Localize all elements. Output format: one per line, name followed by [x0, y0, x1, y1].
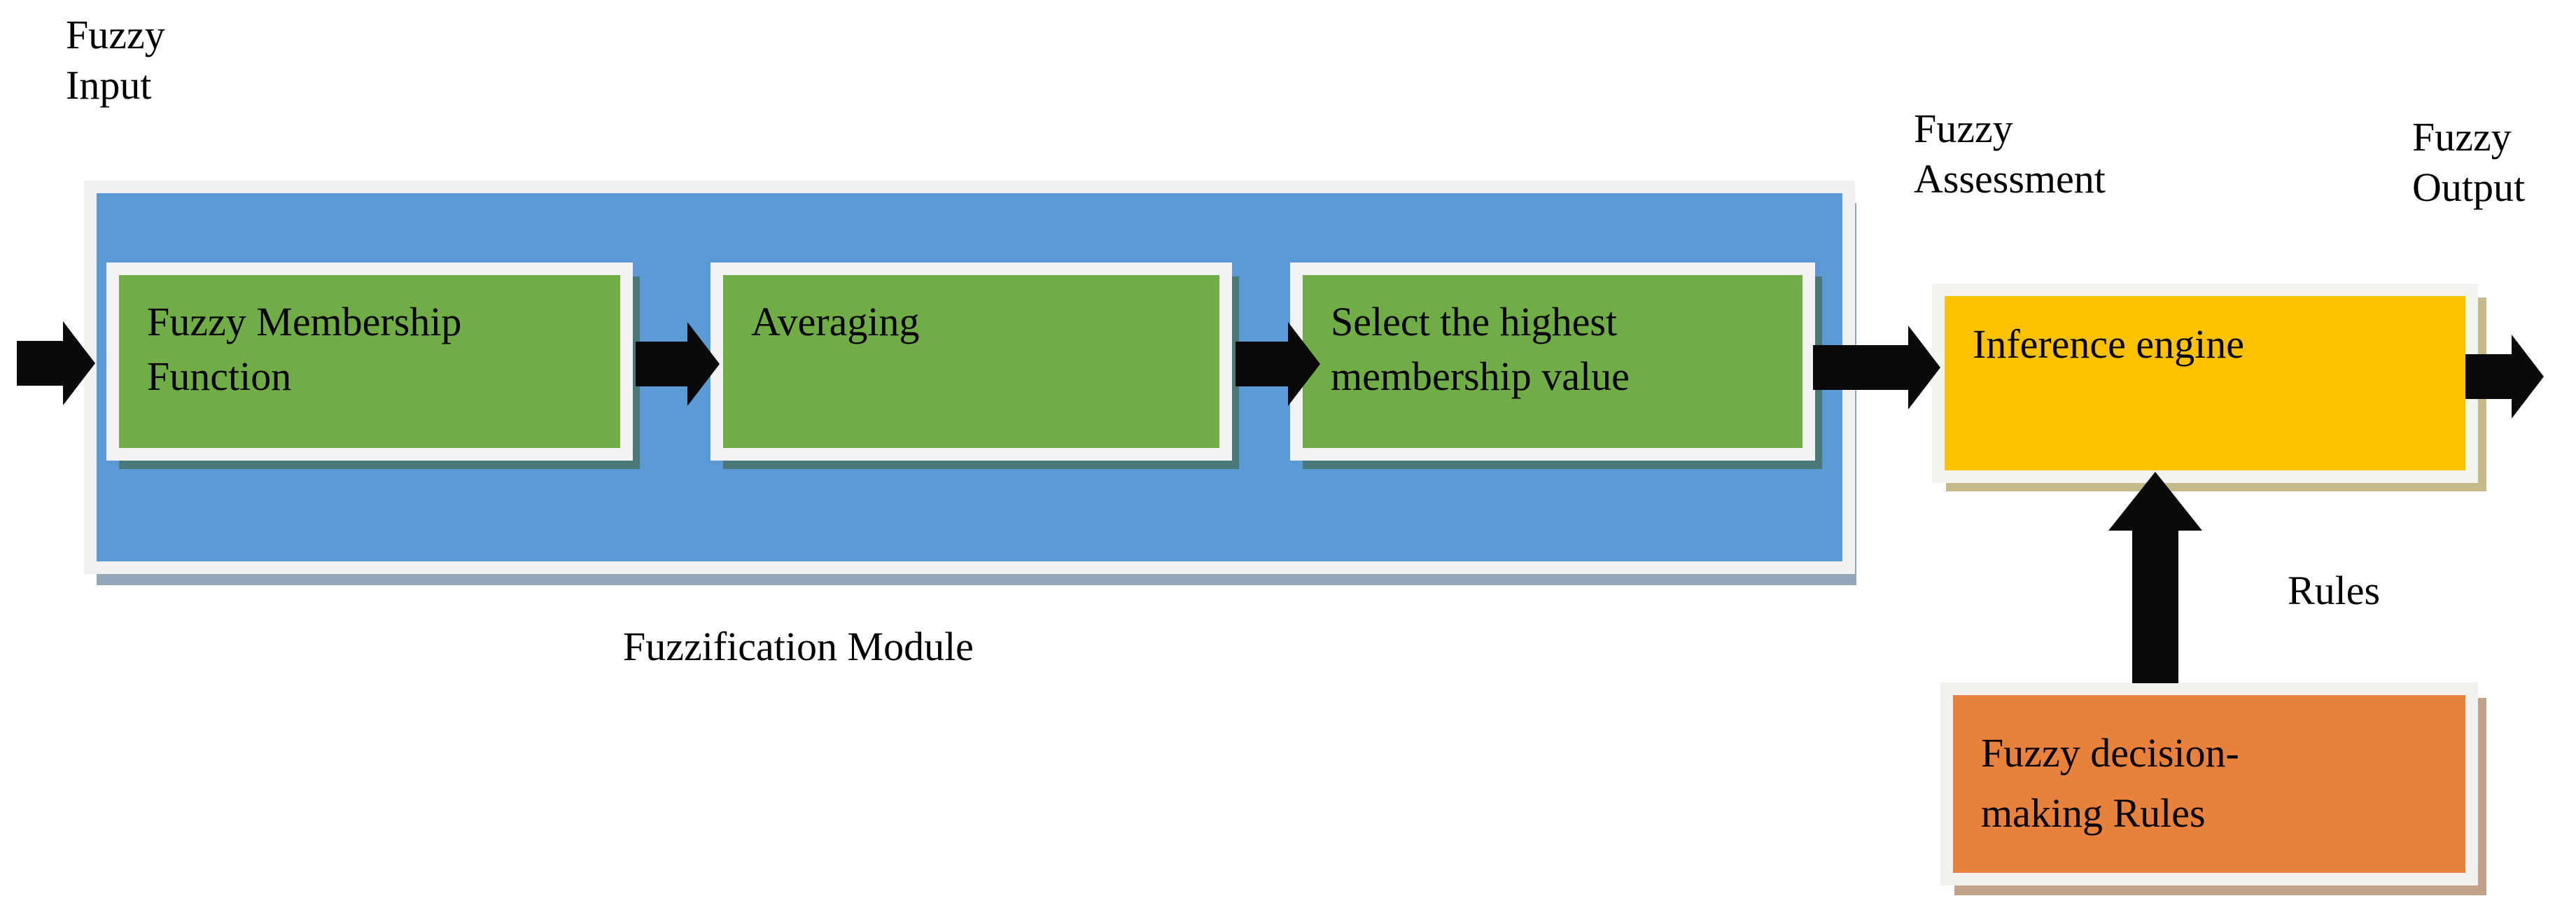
output-arrow-shaft: [2465, 354, 2512, 399]
fuzzy-decision-rules-box: Fuzzy decision- making Rules: [1940, 682, 2478, 886]
up-arrow-shaft: [2132, 528, 2178, 683]
step-box-averaging: Averaging: [710, 262, 1232, 461]
input-arrow-head: [63, 321, 95, 405]
output-arrow-head: [2512, 335, 2544, 419]
fuzzification-module-label: Fuzzification Module: [623, 624, 974, 669]
flow-arrow-1-shaft: [636, 342, 689, 386]
flow-arrow-1-head: [687, 322, 720, 406]
rules-label: Rules: [2288, 568, 2381, 613]
flow-arrow-3-head: [1908, 326, 1940, 410]
step-box-select-highest: Select the highest membership value: [1290, 262, 1815, 461]
up-arrow-head: [2108, 472, 2202, 531]
inference-engine-box: Inference engine: [1932, 284, 2478, 483]
fuzzy-output-label: Fuzzy Output: [2412, 114, 2526, 210]
input-arrow-shaft: [17, 341, 69, 386]
fuzzy-assessment-label: Fuzzy Assessment: [1914, 106, 2106, 202]
flow-arrow-2-shaft: [1236, 342, 1289, 386]
step-box-fuzzy-membership-function: Fuzzy Membership Function: [106, 262, 633, 461]
flow-arrow-2-head: [1288, 322, 1320, 406]
flow-arrow-3-shaft: [1813, 345, 1908, 390]
fuzzy-input-label: Fuzzy Input: [66, 12, 165, 108]
